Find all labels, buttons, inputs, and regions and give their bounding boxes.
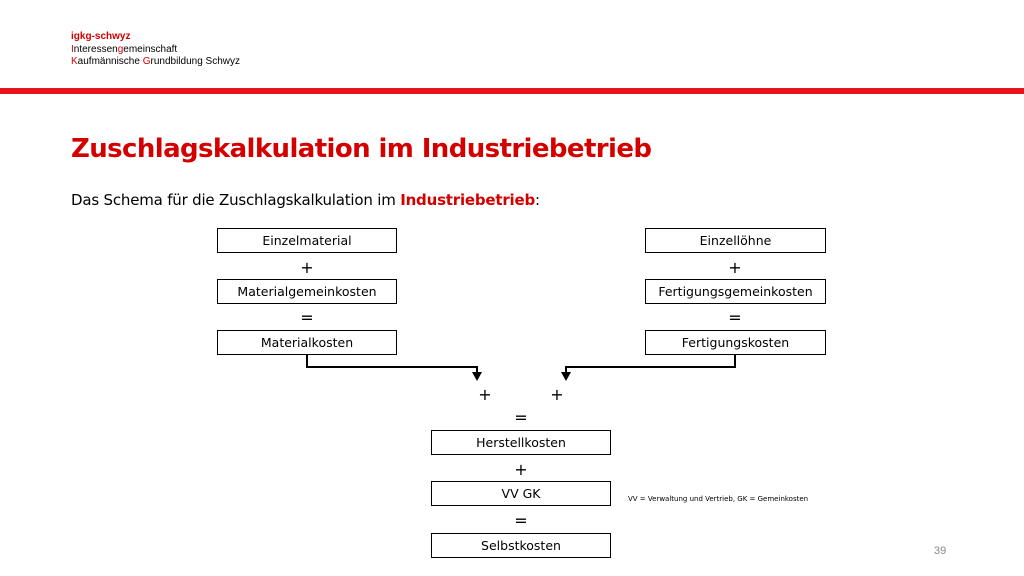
connector-material — [306, 355, 478, 376]
footnote-abbreviations: VV = Verwaltung und Vertrieb, GK = Gemei… — [628, 495, 809, 503]
op-plus-material: + — [300, 258, 314, 277]
op-plus-right: + — [550, 385, 564, 404]
box-fertigungskosten: Fertigungskosten — [645, 330, 826, 355]
org-line-2: Kaufmännische Grundbildung Schwyz — [71, 56, 240, 67]
box-vv-gk: VV GK — [431, 481, 611, 506]
org-name: igkg-schwyz — [71, 31, 131, 42]
header-divider-bar — [0, 88, 1024, 94]
subtitle-highlight: Industriebetrieb — [400, 191, 536, 209]
box-einzelmaterial: Einzelmaterial — [217, 228, 397, 253]
slide-title: Zuschlagskalkulation im Industriebetrieb — [71, 134, 652, 164]
header-brand: igkg-schwyz Interessengemeinschaft Kaufm… — [71, 31, 240, 69]
box-einzelloehne: Einzellöhne — [645, 228, 826, 253]
box-selbstkosten: Selbstkosten — [431, 533, 611, 558]
op-equals-material: = — [300, 308, 314, 327]
op-equals-fertigung: = — [728, 308, 742, 327]
slide-subtitle: Das Schema für die Zuschlagskalkulation … — [71, 191, 540, 209]
op-plus-fertigung: + — [728, 258, 742, 277]
op-plus-vvgk: + — [514, 460, 528, 479]
op-equals-selbstkosten: = — [514, 511, 528, 530]
box-materialkosten: Materialkosten — [217, 330, 397, 355]
op-equals-merge: = — [514, 408, 528, 427]
org-line-1: Interessengemeinschaft — [71, 43, 178, 55]
connector-fertigung — [565, 355, 736, 376]
arrow-fertigung — [561, 372, 571, 381]
box-materialgemeinkosten: Materialgemeinkosten — [217, 279, 397, 304]
box-fertigungsgemeinkosten: Fertigungsgemeinkosten — [645, 279, 826, 304]
box-herstellkosten: Herstellkosten — [431, 430, 611, 455]
page-number: 39 — [934, 545, 947, 557]
op-plus-left: + — [478, 385, 492, 404]
arrow-material — [472, 372, 482, 381]
